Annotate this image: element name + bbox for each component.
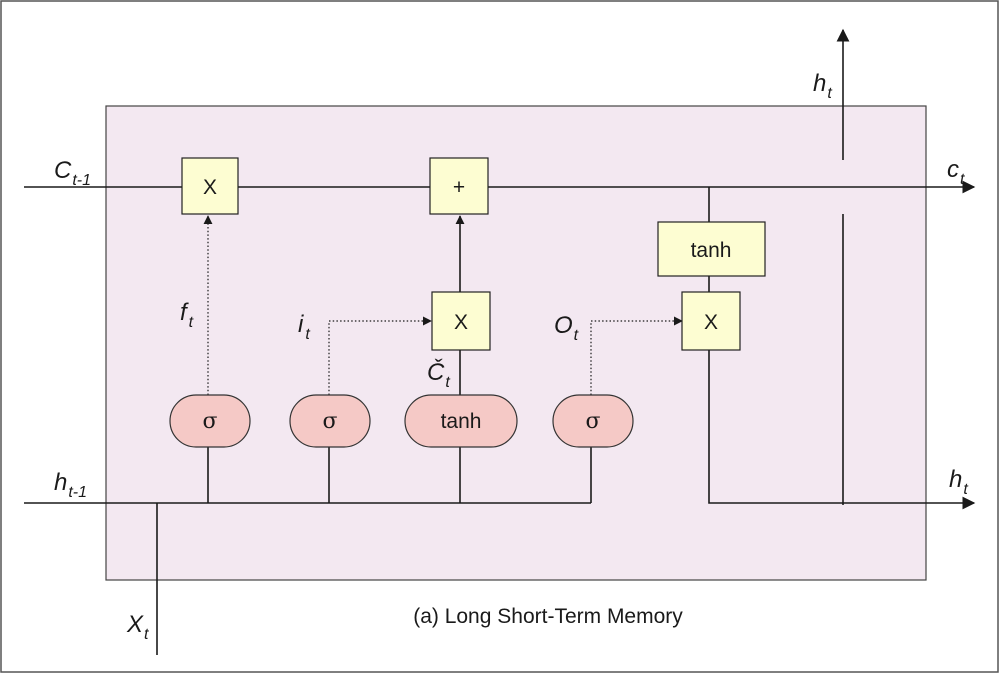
output-gate: σ bbox=[552, 394, 634, 448]
label-h-out: ht bbox=[949, 466, 968, 498]
output-gate-label: σ bbox=[585, 409, 600, 434]
candidate-gate: tanh bbox=[404, 394, 518, 448]
input-gate: σ bbox=[289, 394, 371, 448]
cell-add-label: + bbox=[453, 176, 465, 199]
input-mult-box: X bbox=[431, 291, 491, 351]
cell-add-box: + bbox=[429, 157, 489, 215]
candidate-gate-label: tanh bbox=[441, 410, 482, 433]
label-h-up: ht bbox=[813, 70, 832, 102]
lstm-cell bbox=[105, 105, 927, 581]
label-c-out: ct bbox=[947, 156, 965, 188]
output-mult-label: X bbox=[704, 311, 718, 334]
cell-tanh-box: tanh bbox=[657, 221, 766, 277]
hidden-output-line bbox=[708, 350, 976, 510]
label-h-prev: ht-1 bbox=[54, 469, 87, 501]
label-o-t: Ot bbox=[554, 312, 579, 344]
cell-tanh-label: tanh bbox=[691, 239, 732, 262]
input-mult-label: X bbox=[454, 311, 468, 334]
forget-mult-box: X bbox=[181, 157, 239, 215]
label-c-candidate: Čt bbox=[427, 358, 450, 391]
output-mult-box: X bbox=[681, 291, 741, 351]
diagram-caption: (a) Long Short-Term Memory bbox=[413, 605, 683, 628]
label-c-prev: Ct-1 bbox=[54, 157, 91, 189]
input-gate-label: σ bbox=[322, 409, 337, 434]
label-x-t: Xt bbox=[126, 611, 149, 643]
forget-gate-label: σ bbox=[202, 409, 217, 434]
forget-gate: σ bbox=[169, 394, 251, 448]
input-arrow bbox=[328, 316, 432, 395]
output-arrow bbox=[590, 316, 683, 395]
forget-mult-label: X bbox=[203, 176, 217, 199]
